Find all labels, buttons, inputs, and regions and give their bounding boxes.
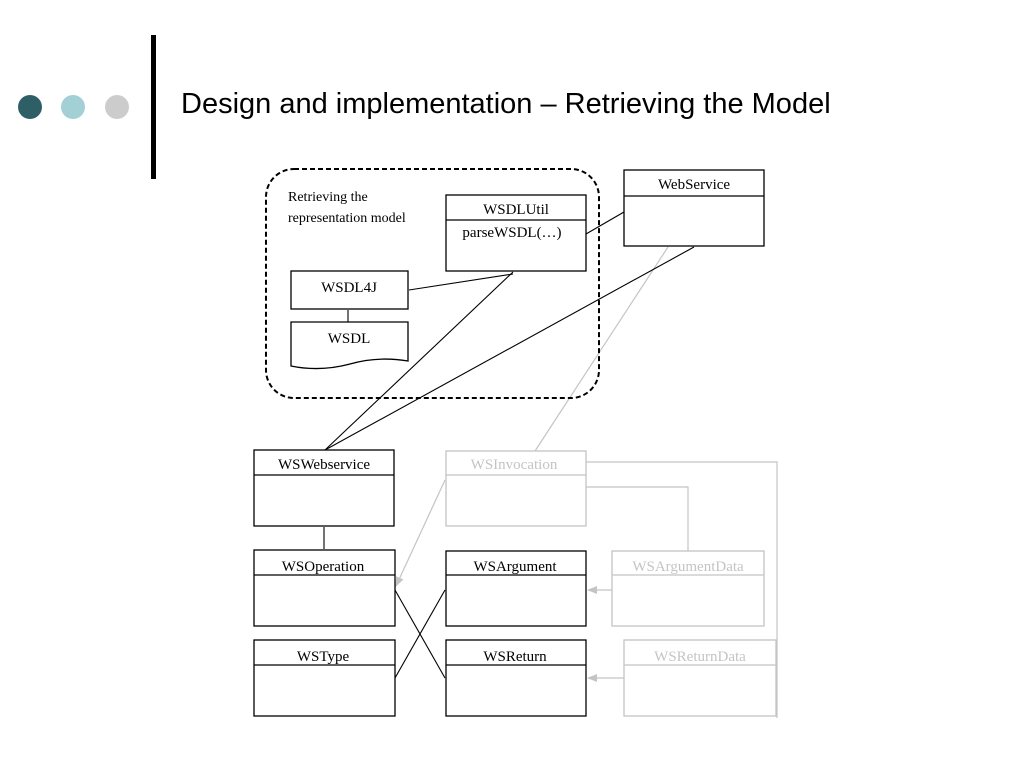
link-wsdlutil-wswebservice: [324, 271, 514, 451]
box-wsreturn-label: WSReturn: [483, 649, 547, 665]
faded-connectors: [395, 246, 778, 718]
box-wsoperation-label: WSOperation: [282, 559, 365, 575]
box-wsargument-label: WSArgument: [473, 559, 557, 575]
box-webservice-label: WebService: [658, 177, 730, 193]
box-wsdl4j-label: WSDL4J: [321, 280, 377, 296]
box-wsdlutil-method: parseWSDL(…): [462, 225, 561, 241]
box-wsinvocation-label: WSInvocation: [471, 457, 558, 473]
link-cross-2: [394, 589, 446, 679]
box-wsdlutil: WSDLUtil parseWSDL(…): [445, 194, 587, 272]
box-wsargument: WSArgument: [445, 550, 587, 627]
box-wsoperation: WSOperation: [253, 549, 396, 627]
box-wsargumentdata-label: WSArgumentData: [632, 559, 744, 575]
link-webservice-wswebservice: [324, 246, 695, 451]
box-wsreturndata: WSReturnData: [623, 639, 777, 717]
box-wswebservice: WSWebservice: [253, 449, 395, 527]
bullet-dot-gray: [105, 95, 129, 119]
link-wsdlutil-webservice: [585, 211, 625, 235]
retrieval-group-boundary: [265, 168, 600, 399]
box-wstype-label: WSType: [297, 649, 350, 665]
box-wsinvocation: WSInvocation: [445, 450, 587, 527]
link-wsinvocation-wsargumentdata: [586, 486, 689, 551]
box-wsdlutil-label: WSDLUtil: [483, 202, 549, 218]
title-divider-bar: [151, 35, 156, 179]
box-wswebservice-label: WSWebservice: [278, 457, 370, 473]
link-webservice-wsinvocation: [534, 246, 669, 452]
link-wsdl4j-wsdlutil: [408, 273, 514, 291]
box-wsdl-document: WSDL: [290, 321, 409, 370]
bullet-dot-dark: [18, 95, 42, 119]
box-wsdl4j: WSDL4J: [290, 270, 409, 310]
group-label-line1: Retrieving the: [288, 190, 368, 205]
box-wsreturn: WSReturn: [445, 639, 587, 717]
box-wsdl-label: WSDL: [328, 331, 371, 347]
box-webservice: WebService: [623, 169, 765, 247]
box-wsargumentdata: WSArgumentData: [611, 550, 765, 627]
link-wsinvocation-wsreturndata: [586, 461, 778, 718]
box-wstype: WSType: [253, 639, 396, 717]
box-wsreturndata-label: WSReturnData: [654, 649, 746, 665]
slide-title: Design and implementation – Retrieving t…: [181, 88, 831, 120]
link-wsinvocation-wsoperation: [395, 479, 446, 587]
group-label-line2: representation model: [288, 211, 406, 226]
bullet-dot-light: [61, 95, 85, 119]
active-connectors: [323, 211, 695, 679]
